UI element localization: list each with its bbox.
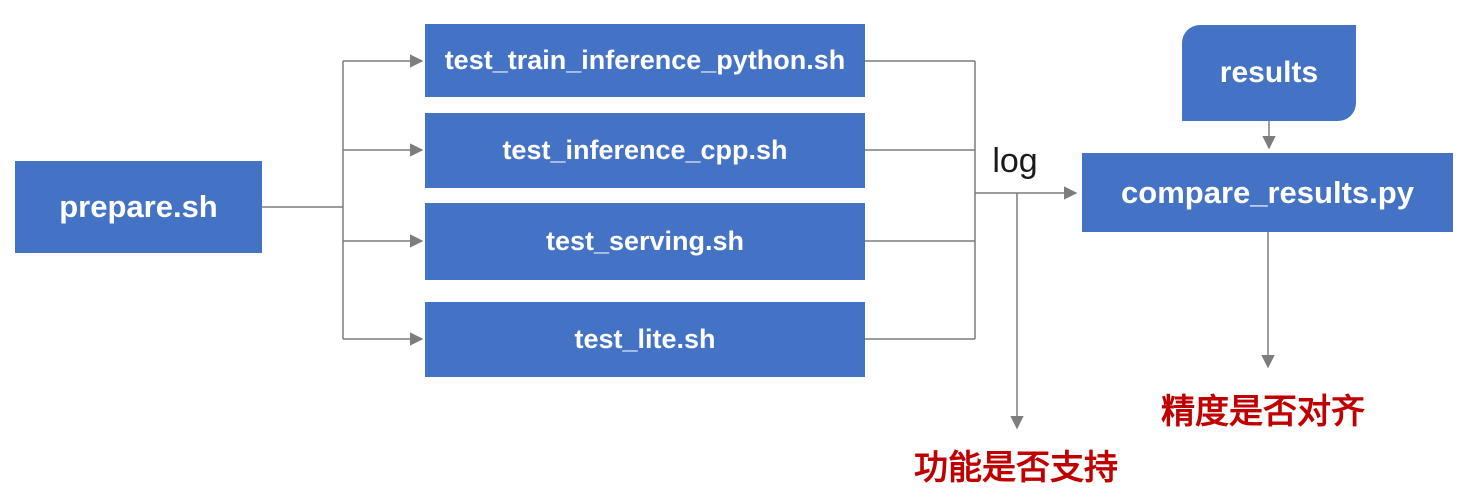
node-results: results [1182,25,1356,121]
annotation-precision-aligned: 精度是否对齐 [1161,393,1365,431]
node-results-label: results [1219,56,1319,89]
node-test-train-inference-python-label: test_train_inference_python.sh [444,45,846,75]
node-test-inference-cpp-label: test_inference_cpp.sh [502,135,788,165]
node-prepare-sh: prepare.sh [15,161,262,253]
node-test-serving: test_serving.sh [425,203,865,280]
node-test-train-inference-python: test_train_inference_python.sh [425,24,865,97]
edge-label-log: log [992,142,1038,180]
annotation-function-support: 功能是否支持 [914,449,1118,487]
node-test-inference-cpp: test_inference_cpp.sh [425,113,865,188]
node-test-serving-label: test_serving.sh [545,226,745,256]
node-compare-results-py-label: compare_results.py [1121,174,1414,210]
node-compare-results-py: compare_results.py [1082,153,1453,232]
node-test-lite-label: test_lite.sh [574,324,716,354]
node-test-lite: test_lite.sh [425,302,865,377]
node-prepare-label: prepare.sh [59,189,218,224]
